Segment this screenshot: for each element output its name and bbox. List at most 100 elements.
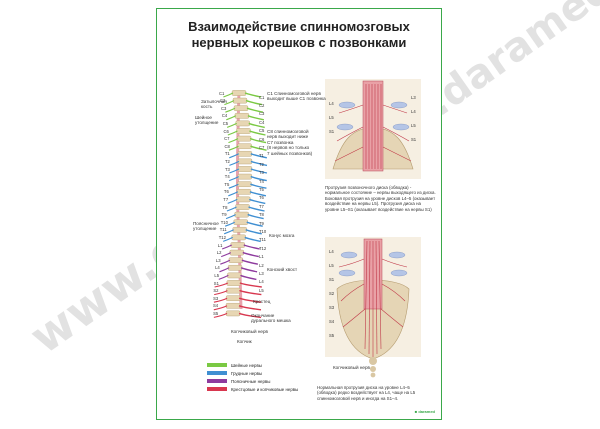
nerve-root	[228, 138, 239, 144]
vertebra-label-right: L3	[259, 270, 264, 276]
vertebra-label-left: S2	[213, 288, 219, 294]
vertebra-label-right: C4	[259, 119, 265, 125]
poster-frame: Взаимодействие спинномозговых нервных ко…	[156, 8, 442, 420]
nerve-root	[223, 92, 234, 98]
nerve-root	[226, 122, 237, 128]
vertebra-label-left: L5	[214, 272, 220, 278]
vertebra	[236, 128, 251, 134]
vertebra-label-right: T11	[259, 237, 266, 243]
legend-label: Крестцовые и копчиковые нервы	[231, 386, 299, 392]
legend-swatch	[207, 371, 227, 375]
detail-top-label: L4	[329, 101, 334, 106]
coccygeal-nerve-label: Копчиковый нерв	[231, 329, 268, 334]
c8-note: C8 спинномозговой нерв выходит ниже C7 п…	[267, 129, 313, 156]
dural-end-label: Окончание дурального мешка	[251, 313, 291, 324]
nerve-root	[213, 297, 228, 303]
herniation-note: Протрузия позвоночного диска (обводка) -…	[325, 185, 436, 212]
vertebra-label-right: T12	[259, 245, 267, 251]
nerve-root	[224, 221, 235, 227]
detail-bottom-label: S5	[329, 333, 335, 338]
nerve-root	[248, 206, 265, 212]
vertebra-label-right: C1	[259, 94, 265, 100]
nerve-root	[225, 214, 236, 220]
vertebra	[237, 181, 252, 188]
vertebra-label-right: T2	[259, 161, 264, 167]
vertebra-label-left: C2	[220, 98, 226, 104]
nerve-root	[228, 191, 239, 197]
detail-bottom-label: S1	[329, 277, 335, 282]
nerve-root	[227, 130, 238, 136]
lumbar-detail-normal	[325, 237, 421, 378]
vertebra	[227, 265, 243, 271]
nerve-root	[225, 107, 236, 113]
vertebra	[227, 272, 242, 279]
legend-swatch	[207, 363, 227, 367]
vertebra	[236, 135, 252, 142]
vertebra-label-left: T9	[221, 212, 227, 218]
vertebra-label-right: C7	[259, 144, 265, 150]
vertebra-label-left: T8	[222, 204, 228, 210]
detail-bottom-label: S3	[329, 305, 335, 310]
nerve-root	[221, 252, 232, 258]
nerve-root	[246, 221, 263, 227]
vertebra-label-right: L2	[259, 262, 264, 268]
vertebra	[237, 150, 253, 157]
sacrum-label: Крестец	[253, 299, 271, 304]
detail-top-label: L5	[329, 115, 334, 120]
nerve-root	[240, 267, 258, 273]
nerve-root	[238, 297, 262, 303]
vertebra-label-right: L4	[259, 279, 264, 285]
vertebra-label-left: L3	[215, 257, 221, 263]
vertebra-label-right: C3	[259, 111, 265, 117]
nerve-root	[248, 122, 265, 129]
lumbar-enlargement-label: Поясничное утолщение	[193, 221, 219, 232]
nerve-root	[222, 236, 233, 242]
coccygeal-nerve-right-label: Копчиковый нерв	[333, 365, 370, 370]
legend-item: Шейные нервы	[207, 361, 298, 369]
vertebra	[236, 188, 252, 195]
vertebra-label-right: T9	[259, 220, 264, 226]
vertebra-label-right: T6	[259, 195, 264, 201]
vertebra	[233, 105, 249, 111]
nerve-root	[245, 99, 263, 106]
vertebra	[231, 234, 246, 241]
vertebra-label-left: S4	[213, 303, 219, 309]
nerve-root	[219, 267, 230, 273]
detail-bottom-label: L5	[329, 263, 334, 268]
nerve-root	[220, 259, 231, 265]
nerve-root	[244, 92, 262, 98]
nerve-root	[249, 191, 267, 197]
cervical-enlargement-label: Шейное утолщение	[195, 115, 219, 126]
nerve-root	[242, 251, 259, 258]
nerve-root	[250, 153, 267, 159]
vertebra-label-left: T7	[223, 196, 229, 202]
vertebra	[234, 112, 250, 119]
nerve-root	[250, 145, 267, 151]
detail-top-label: L3	[411, 95, 416, 100]
nerve-root	[249, 137, 267, 144]
legend-label: Поясничные нервы	[231, 378, 271, 384]
vertebra-label-right: T5	[259, 186, 264, 192]
vertebra-label-right: L1	[259, 254, 264, 260]
nerve-root	[241, 259, 259, 265]
vertebra-label-left: C1	[219, 90, 225, 96]
detail-top-label: L5	[411, 123, 416, 128]
nerve-root	[214, 282, 229, 288]
vertebra	[237, 158, 253, 165]
vertebra-label-left: L1	[217, 242, 223, 248]
nerve-root	[226, 206, 237, 212]
nerve-root	[223, 229, 234, 235]
vertebra-label-left: T5	[224, 181, 230, 187]
nerve-root	[229, 168, 240, 174]
vertebra	[230, 242, 245, 248]
vertebra-label-left: L2	[216, 250, 222, 256]
nerve-root	[213, 312, 228, 318]
nerve-root	[213, 305, 228, 311]
nerve-root	[218, 274, 229, 280]
vertebra	[234, 211, 249, 218]
vertebra-label-right: C6	[259, 136, 265, 142]
nerve-root	[228, 183, 239, 189]
vertebra	[226, 280, 242, 286]
vertebra	[231, 90, 247, 96]
